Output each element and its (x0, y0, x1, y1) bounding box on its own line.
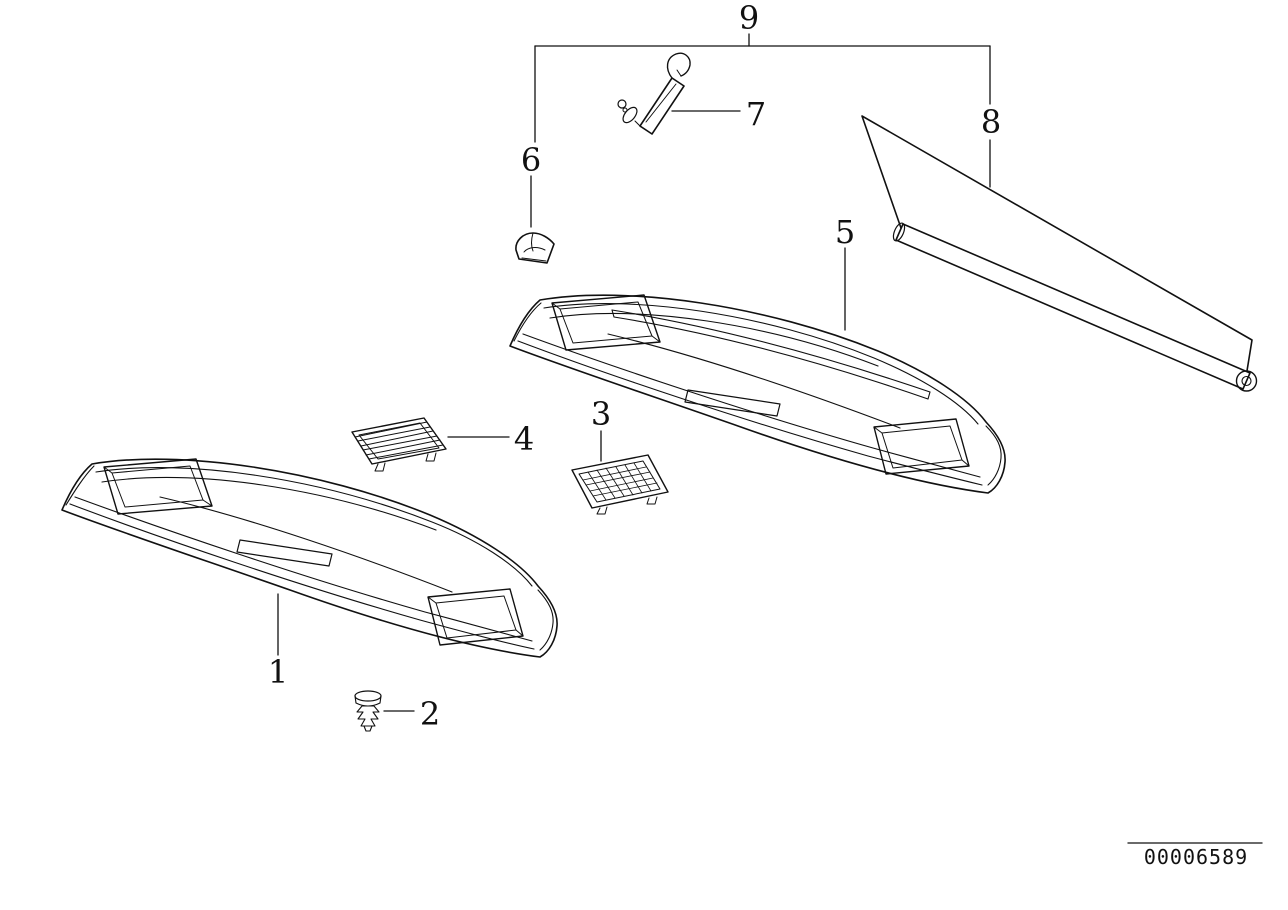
front-shelf-slot (236, 539, 333, 567)
callout-label-5: 5 (835, 213, 855, 251)
callout-label-4: 4 (514, 420, 534, 458)
rear-shelf-speaker-opening-left (551, 294, 661, 351)
callout-label-1: 1 (268, 653, 288, 691)
callout-label-9: 9 (739, 0, 759, 37)
callout-label-7: 7 (746, 95, 766, 133)
roller-tube-left-cap (892, 222, 906, 242)
roller-blind-part (861, 115, 1258, 392)
roller-tube-right-cap (1235, 370, 1258, 392)
front-shelf-speaker-opening-left (103, 458, 213, 515)
callout-label-3: 3 (591, 395, 611, 433)
louver-grille-part (351, 417, 447, 472)
mesh-grille-part (571, 454, 669, 515)
doc-number: 00006589 (1144, 845, 1248, 869)
front-shelf-part (61, 458, 558, 658)
callout-label-6: 6 (521, 141, 541, 179)
callout-label-8: 8 (981, 103, 1001, 141)
strap-hook-part (617, 52, 691, 135)
clip-part (515, 232, 555, 264)
rear-shelf-speaker-opening-right (873, 418, 970, 475)
roller-blind-tube (895, 223, 1251, 390)
callout-label-2: 2 (420, 695, 440, 733)
roller-tube-right-cap-inner (1241, 375, 1252, 387)
front-shelf-speaker-opening-right (427, 588, 524, 646)
rear-shelf-part (509, 294, 1006, 494)
push-rivet-part (354, 690, 382, 732)
rear-shelf-slot (684, 389, 781, 417)
